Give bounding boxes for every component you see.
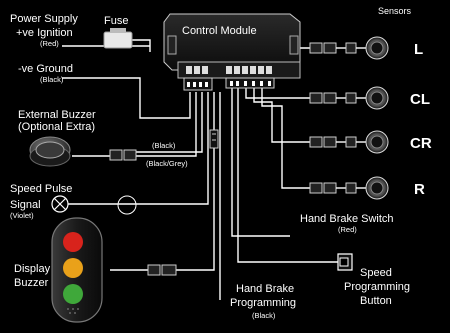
control-module-label: Control Module <box>182 25 257 37</box>
ground-color-label: (Black) <box>40 75 64 84</box>
ignition-label: +ve Ignition <box>16 27 73 39</box>
sensor-cr <box>309 130 389 154</box>
sensor-cr-label: CR <box>410 135 432 152</box>
speed-label: Speed <box>360 267 392 279</box>
hand-brake-switch-color-label: (Red) <box>338 225 357 234</box>
speed-pulse-label: Speed Pulse <box>10 183 72 195</box>
fuse <box>103 28 133 49</box>
buzzer-connector <box>109 149 137 161</box>
button-label: Button <box>360 295 392 307</box>
hand-brake-programming-label: Programming <box>230 297 296 309</box>
sensor-r-label: R <box>414 181 425 198</box>
power-supply-label: Power Supply <box>10 13 78 25</box>
speed-programming-button <box>337 253 353 271</box>
sensor-l <box>309 36 389 60</box>
display-green-light <box>63 284 83 304</box>
display-buzzer <box>51 217 103 323</box>
inline-connector <box>209 129 219 149</box>
hand-brake-switch-label: Hand Brake Switch <box>300 213 394 225</box>
ground-label: -ve Ground <box>18 63 73 75</box>
sensors-label: Sensors <box>378 6 412 16</box>
display-amber-light <box>63 258 83 278</box>
display-connector <box>147 264 177 276</box>
fuse-label: Fuse <box>104 15 128 27</box>
speed-pulse-symbol <box>51 195 69 213</box>
control-module <box>163 13 301 91</box>
sensor-cl-label: CL <box>410 91 430 108</box>
violet-label: (Violet) <box>10 211 34 220</box>
signal-label: Signal <box>10 199 41 211</box>
buzzer-label: Buzzer <box>14 277 49 289</box>
display-red-light <box>63 232 83 252</box>
speed-programming-label: Programming <box>344 281 410 293</box>
optional-extra-label: (Optional Extra) <box>18 121 95 133</box>
external-buzzer-label: External Buzzer <box>18 109 96 121</box>
sensor-cl <box>309 86 389 110</box>
display-label: Display <box>14 263 51 275</box>
speed-pulse-loop <box>117 195 137 215</box>
hand-brake-label: Hand Brake <box>236 283 294 295</box>
sensor-l-label: L <box>414 41 423 58</box>
ignition-color-label: (Red) <box>40 39 59 48</box>
buzzer-wire-black-grey-label: (Black/Grey) <box>146 159 188 168</box>
external-buzzer <box>29 136 71 167</box>
hand-brake-programming-color-label: (Black) <box>252 311 276 320</box>
buzzer-wire-black-label: (Black) <box>152 141 176 150</box>
sensor-r <box>309 176 389 200</box>
